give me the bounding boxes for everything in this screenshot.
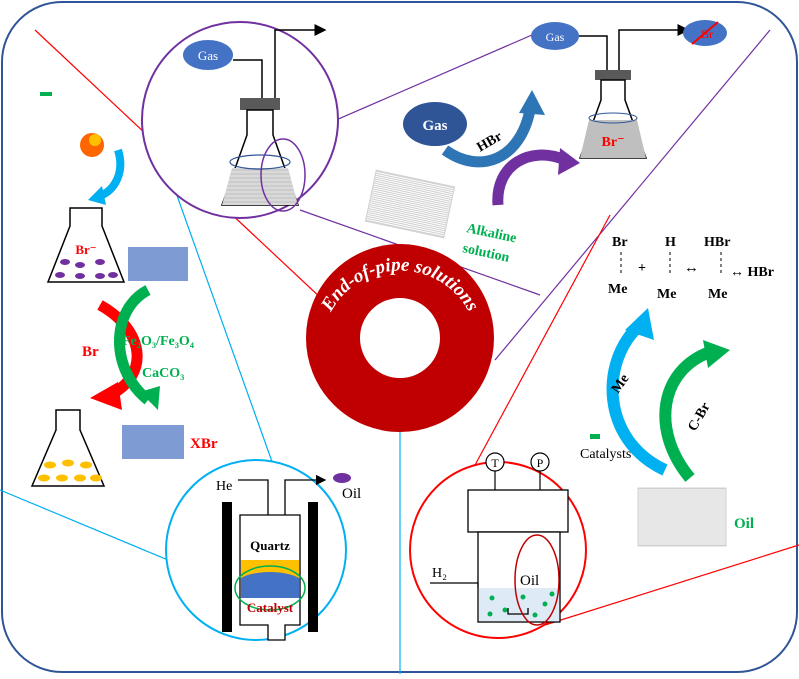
blue-swatch <box>122 425 184 459</box>
red-arrow-icon <box>97 300 143 400</box>
t-label: T <box>491 456 499 470</box>
solution-label: solution <box>461 241 511 266</box>
top-flask-panel: Gas <box>141 21 339 219</box>
oil-droplet-icon <box>333 473 351 483</box>
eq-arrow2: ↔ HBr <box>730 265 774 280</box>
central-ring: End-of-pipe solutions <box>306 244 494 432</box>
cbr-arrow-label: C-Br <box>685 400 713 434</box>
right-panel: Br Me + H Me ↔ HBr Me ↔ HBr Me C-Br Cata… <box>580 235 774 547</box>
left-br-label: Br <box>82 344 99 360</box>
he-label: He <box>216 479 232 494</box>
xbr-label: XBr <box>190 436 218 452</box>
oil-swatch <box>637 487 727 547</box>
left-panel: Br⁻ Br Fe₂O₃/Fe₃O₄ CaCO₃ XBr <box>30 92 218 487</box>
eq-me1: Me <box>608 282 627 297</box>
cyan-arrow-icon <box>98 148 125 200</box>
cross-out-icon <box>691 21 719 45</box>
p-label: P <box>537 456 544 470</box>
eq-arrow1: ↔ <box>684 260 699 276</box>
catalyst-label: Catalyst <box>247 600 294 615</box>
alkaline-solution-swatch <box>364 169 456 239</box>
eq-br: Br <box>612 235 628 250</box>
left-flask-label: Br⁻ <box>75 242 96 257</box>
gas-cloud-icon <box>403 102 467 146</box>
cyan-arrow-icon <box>606 320 668 476</box>
h2-label: H₂ <box>432 566 447 581</box>
eq-hbr: HBr <box>704 235 730 250</box>
reagent-line1: Fe₂O₃/Fe₃O₄ <box>122 334 195 349</box>
top-right-flask-label: Br⁻ <box>602 135 625 150</box>
eq-me3: Me <box>708 287 727 302</box>
hbr-arrow-icon <box>441 108 536 168</box>
purple-arrow-icon <box>492 149 568 206</box>
eq-h: H <box>665 235 676 250</box>
gas-cloud-icon <box>183 40 233 70</box>
right-oil-label: Oil <box>734 516 754 532</box>
quartz-reactor-panel: He Oil Quartz Catalyst <box>165 459 361 641</box>
top-right-panel: Gas Br Br⁻ Gas HBr Alkaline solution <box>364 20 727 266</box>
eq-me2: Me <box>657 287 676 302</box>
blue-swatch <box>128 247 188 281</box>
top-right-gas-label: Gas <box>546 30 565 44</box>
top-flask-gas-label: Gas <box>198 48 218 63</box>
top-right-cloud-label: Gas <box>422 118 447 134</box>
crossed-br-label: Br <box>701 27 713 41</box>
quartz-label: Quartz <box>250 538 290 553</box>
gas-cloud-icon <box>531 22 579 50</box>
autoclave-oil-label: Oil <box>520 573 539 589</box>
catalyst-dash-icon <box>40 92 52 96</box>
green-arrow-icon <box>114 285 152 405</box>
quartz-oil-label: Oil <box>342 486 361 502</box>
eq-plus: + <box>638 261 646 276</box>
autoclave-panel: T P H₂ Oil <box>409 452 587 639</box>
catalyst-dash-icon <box>590 434 600 439</box>
catalysts-label: Catalysts <box>580 447 631 462</box>
reagent-line2: CaCO₃ <box>142 366 184 381</box>
green-arrow-icon <box>659 346 713 482</box>
